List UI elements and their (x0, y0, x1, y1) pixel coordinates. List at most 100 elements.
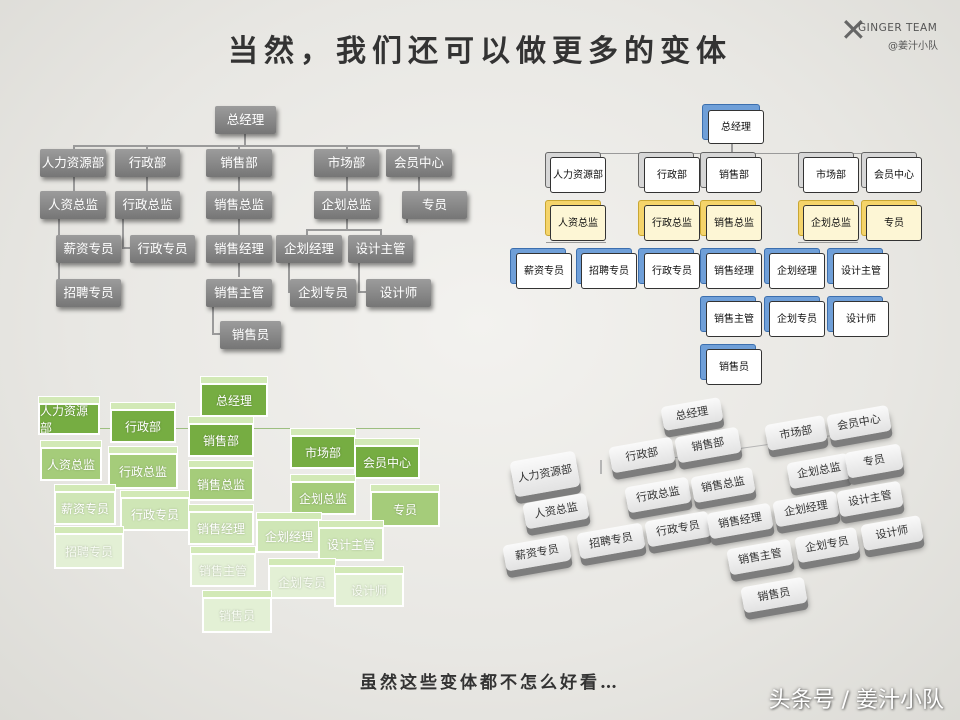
node-admin-director: 行政总监 (115, 191, 180, 219)
connector (212, 303, 214, 335)
v2-node-admin-specialist: 行政专员 (644, 253, 700, 289)
v2-node-sales: 销售部 (706, 157, 762, 193)
v3-sales-label: 销售部 (188, 423, 254, 457)
connector (73, 145, 75, 151)
v3-specialist-label: 专员 (370, 491, 440, 527)
v3-admin-specialist-label: 行政专员 (120, 497, 190, 531)
v3-sales-manager-label: 销售经理 (188, 511, 254, 545)
v2-node-plan-director: 企划总监 (803, 205, 859, 241)
connector (238, 175, 240, 191)
v4-node-sales: 销售部 (674, 426, 742, 464)
node-admin-specialist: 行政专员 (130, 235, 195, 263)
node-sales: 销售部 (206, 149, 272, 177)
v4-node-market: 市场部 (764, 414, 828, 452)
connector (406, 217, 408, 223)
node-salesperson: 销售员 (220, 321, 281, 349)
v4-node-specialist: 专员 (844, 443, 904, 479)
connector (146, 175, 148, 191)
connector (244, 134, 246, 146)
v2-node-design-lead: 设计主管 (833, 253, 889, 289)
v4-node-plan-specialist: 企划专员 (794, 526, 860, 564)
v4-node-hr: 人力资源部 (509, 450, 581, 498)
v2-node-sales-lead: 销售主管 (706, 301, 762, 337)
v4-node-salary-specialist: 薪资专员 (502, 534, 572, 572)
connector (358, 261, 360, 293)
v4-node-design-lead: 设计主管 (836, 480, 904, 518)
node-member: 会员中心 (386, 149, 452, 177)
connector (122, 217, 124, 249)
connector (238, 145, 240, 151)
logo-handle-text: @姜汁小队 (888, 41, 938, 52)
node-plan-director: 企划总监 (314, 191, 379, 219)
node-admin: 行政部 (115, 149, 180, 177)
v4-node-member: 会员中心 (826, 404, 892, 442)
v3-plan-manager-label: 企划经理 (256, 519, 322, 553)
connector (346, 217, 348, 229)
v3-plan-specialist-label: 企划专员 (268, 565, 336, 599)
connector (238, 261, 240, 277)
v3-admin-director-label: 行政总监 (108, 453, 178, 489)
node-ceo: 总经理 (215, 106, 276, 134)
connector (380, 229, 382, 237)
connector (122, 247, 132, 249)
v3-admin-label: 行政部 (110, 409, 176, 443)
v2-node-salesperson: 销售员 (706, 349, 762, 385)
v2-node-designer: 设计师 (833, 301, 889, 337)
node-designer: 设计师 (366, 279, 431, 307)
v4-node-admin-specialist: 行政专员 (644, 510, 712, 548)
v3-sales-director-label: 销售总监 (188, 467, 254, 501)
v2-node-admin: 行政部 (644, 157, 700, 193)
v3-ceo-label: 总经理 (200, 383, 268, 417)
v3-market-label: 市场部 (290, 435, 356, 469)
v4-node-plan-manager: 企划经理 (772, 490, 840, 528)
v4-node-recruit-specialist: 招聘专员 (576, 522, 646, 560)
v2-node-plan-specialist: 企划专员 (769, 301, 825, 337)
watermark: 头条号 / 姜汁小队 (768, 688, 944, 713)
v2-node-hr-director: 人资总监 (550, 205, 606, 241)
connector (238, 217, 240, 237)
connector (306, 229, 308, 237)
bottom-caption: 虽然这些变体都不怎么好看… (360, 673, 620, 693)
v3-recruit-label: 招聘专员 (54, 533, 124, 569)
v2-node-market: 市场部 (803, 157, 859, 193)
node-specialist: 专员 (402, 191, 467, 219)
node-hr: 人力资源部 (40, 149, 106, 177)
node-design-lead: 设计主管 (348, 235, 413, 263)
v4-node-sales-manager: 销售经理 (706, 502, 774, 540)
page-title: 当然，我们还可以做更多的变体 (228, 34, 732, 69)
v4-node-admin-director: 行政总监 (624, 476, 692, 514)
connector (212, 333, 222, 335)
connector (288, 261, 290, 293)
connector (731, 142, 733, 154)
v2-node-sales-director: 销售总监 (706, 205, 762, 241)
v2-node-plan-manager: 企划经理 (769, 253, 825, 289)
connector (306, 229, 381, 231)
v4-node-hr-director: 人资总监 (522, 492, 590, 530)
v3-salary-label: 薪资专员 (54, 491, 116, 525)
connector (358, 291, 368, 293)
v4-node-sales-director: 销售总监 (690, 466, 756, 504)
v3-design-lead-label: 设计主管 (318, 527, 384, 561)
v4-node-ceo: 总经理 (660, 396, 724, 432)
v2-node-ceo: 总经理 (708, 110, 764, 144)
node-recruit-specialist: 招聘专员 (56, 279, 121, 307)
node-salary-specialist: 薪资专员 (56, 235, 121, 263)
v3-designer-label: 设计师 (334, 573, 404, 607)
node-hr-director: 人资总监 (40, 191, 106, 219)
v3-hr-director-label: 人资总监 (40, 447, 102, 481)
connector (146, 145, 148, 151)
v3-salesperson-label: 销售员 (202, 597, 272, 633)
v4-node-plan-director: 企划总监 (786, 452, 852, 490)
v4-node-admin: 行政部 (608, 436, 676, 474)
brand-logo: ✕ GINGER TEAM @姜汁小队 (840, 10, 960, 56)
node-market: 市场部 (314, 149, 379, 177)
connector (73, 145, 419, 147)
v2-node-member: 会员中心 (866, 157, 922, 193)
connector (600, 460, 602, 474)
connector (546, 242, 606, 243)
v3-hr-label: 人力资源部 (38, 403, 100, 435)
connector (346, 145, 348, 151)
v3-plan-director-label: 企划总监 (290, 481, 356, 515)
node-sales-director: 销售总监 (206, 191, 272, 219)
